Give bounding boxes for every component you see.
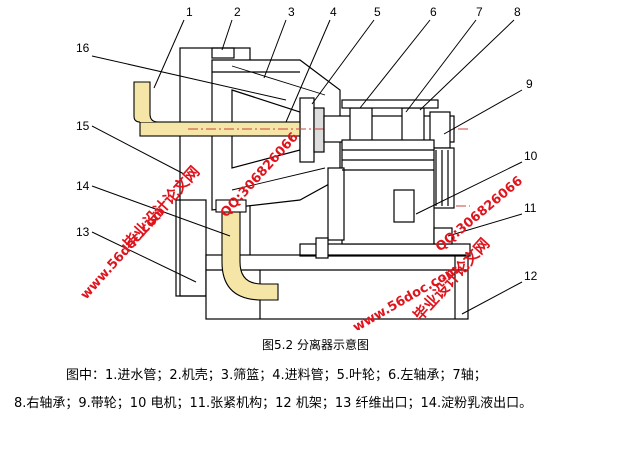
callout-9: 9 <box>526 77 533 91</box>
emulsion-outlet <box>215 199 279 301</box>
callout-7: 7 <box>476 5 483 19</box>
callout-11: 11 <box>524 201 537 215</box>
callout-8: 8 <box>514 5 521 19</box>
legend-line-2: 8.右轴承；9.带轮；10 电机；11.张紧机构；12 机架；13 纤维出口；1… <box>14 396 533 411</box>
tension-mechanism <box>315 227 453 259</box>
callout-3: 3 <box>288 5 295 19</box>
separator-diagram: 1 2 3 4 5 6 7 8 9 10 11 12 13 14 15 16 毕… <box>76 5 538 330</box>
callout-6: 6 <box>430 5 437 19</box>
figure-caption: 图5.2 分离器示意图 <box>262 338 369 352</box>
callout-16: 16 <box>76 41 90 55</box>
callout-2: 2 <box>234 5 241 19</box>
leader-lines <box>91 19 523 315</box>
callout-15: 15 <box>76 119 90 133</box>
motor <box>327 139 435 245</box>
watermark-site-left: www.56doc.com <box>78 204 169 303</box>
callout-14: 14 <box>76 179 90 193</box>
callout-5: 5 <box>374 5 381 19</box>
legend-line-1: 图中：1.进水管；2.机壳；3.筛篮；4.进料管；5.叶轮；6.左轴承；7轴； <box>66 368 487 383</box>
callout-1: 1 <box>186 5 193 19</box>
callout-13: 13 <box>76 225 90 239</box>
callout-4: 4 <box>330 5 337 19</box>
callout-10: 10 <box>524 149 538 163</box>
callout-12: 12 <box>524 269 538 283</box>
